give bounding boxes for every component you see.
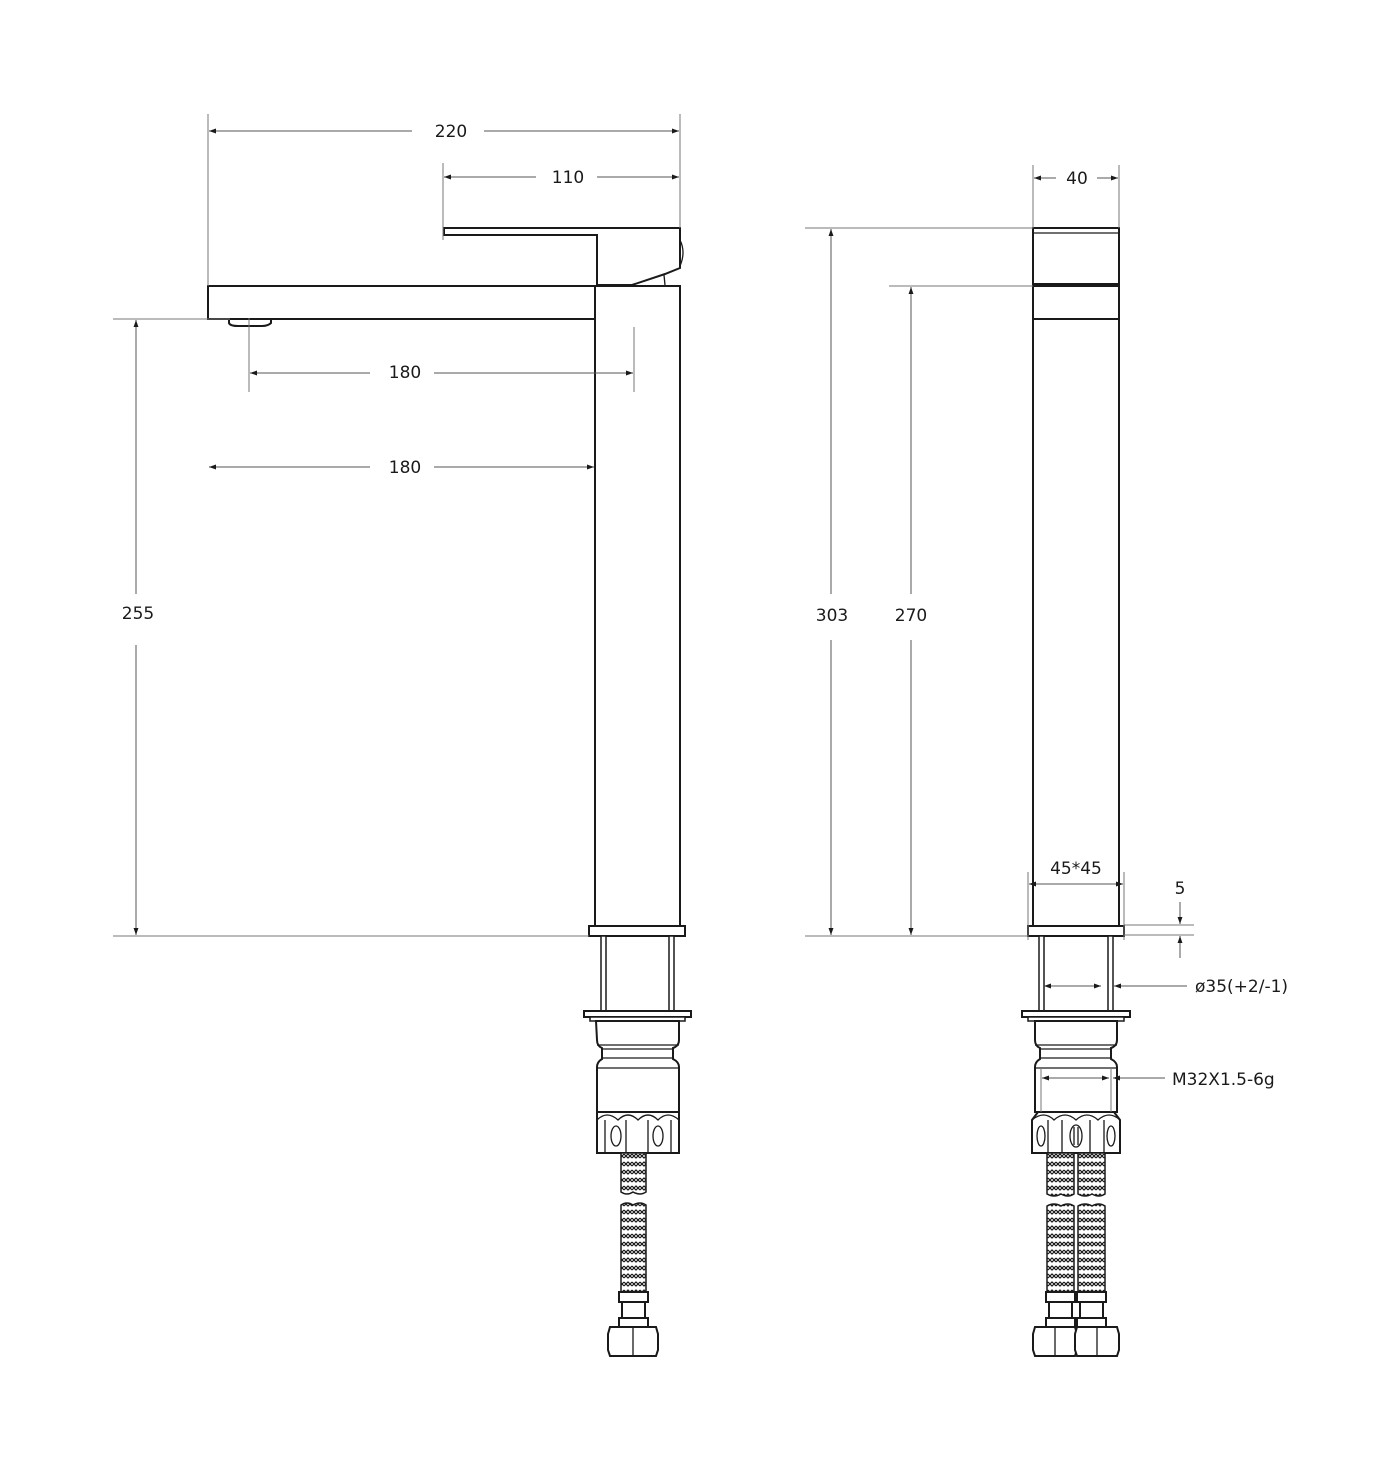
label-270: 270 (895, 606, 927, 626)
side-view: 220 110 180 180 255 (113, 114, 692, 1357)
label-110: 110 (552, 168, 584, 188)
handle-lever (443, 227, 681, 286)
label-5: 5 (1175, 879, 1186, 899)
label-180-top: 180 (389, 363, 421, 383)
braided-hoses-front (1032, 1152, 1120, 1357)
braided-hose (607, 1152, 659, 1357)
fixing-nut (583, 1010, 692, 1113)
handle-front (1032, 227, 1120, 285)
label-180-bottom: 180 (389, 458, 421, 478)
dim-spout-reach: 180 (209, 458, 594, 478)
label-thread-spec: M32X1.5-6g (1172, 1070, 1275, 1090)
hose-connector (596, 1111, 680, 1154)
faucet-body (594, 285, 681, 927)
label-hole-diameter: ø35(+2/-1) (1195, 977, 1288, 997)
base-plate-front (1027, 925, 1125, 937)
dim-overall-height: 303 (805, 227, 1033, 937)
dim-body-width: 40 (1032, 165, 1120, 228)
dim-handle-length: 110 (442, 163, 679, 240)
label-40: 40 (1066, 169, 1088, 189)
label-220: 220 (435, 122, 467, 142)
dim-base-thickness: 5 (1124, 879, 1194, 958)
front-view: 40 303 270 45*45 5 (805, 165, 1288, 1357)
hose-connector-front (1031, 1111, 1121, 1154)
faucet-body-front (1032, 318, 1120, 927)
dim-base-size: 45*45 (1027, 859, 1125, 940)
mounting-studs (600, 935, 675, 1013)
dim-thread-spec: M32X1.5-6g (1040, 1068, 1275, 1112)
spout-front (1032, 285, 1120, 320)
dim-spout-height: 255 (113, 318, 589, 937)
spout (207, 285, 596, 320)
aerator (228, 318, 272, 327)
label-255: 255 (122, 604, 154, 624)
label-45x45: 45*45 (1050, 859, 1102, 879)
base-plate (588, 925, 686, 937)
mounting-studs-front (1038, 935, 1114, 1013)
dim-spout-top-height: 270 (889, 285, 1033, 935)
dim-overall-width: 220 (207, 114, 681, 286)
dim-aerator-to-thread: 180 (248, 318, 635, 392)
fixing-nut-front (1021, 1010, 1131, 1113)
dim-hole-diameter: ø35(+2/-1) (1044, 977, 1288, 997)
label-303: 303 (816, 606, 848, 626)
